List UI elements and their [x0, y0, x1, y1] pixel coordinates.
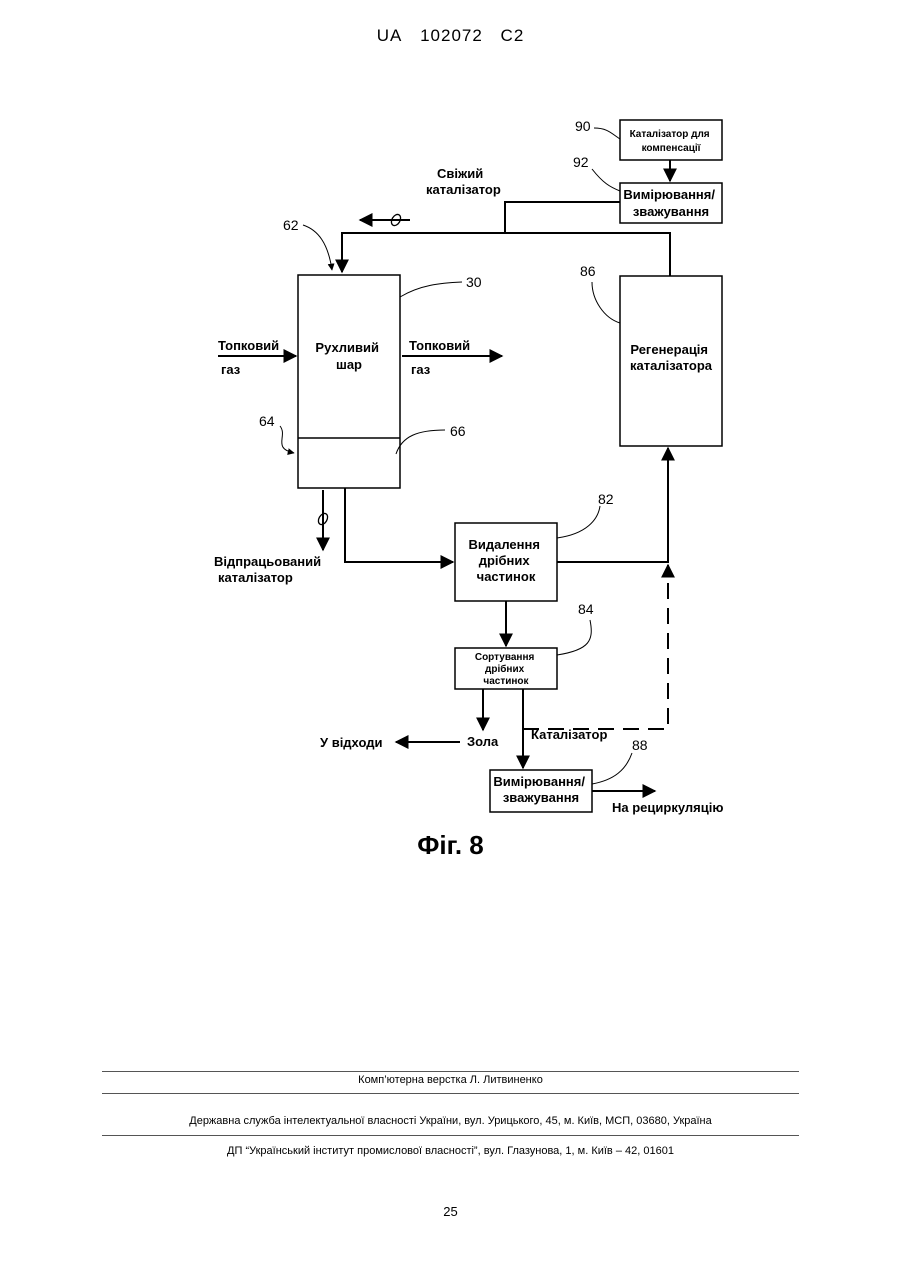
ref-86: 86 — [580, 263, 596, 279]
footer-rule — [102, 1071, 799, 1072]
measuring-bottom-label: Вимірювання/ зважування — [493, 774, 588, 805]
footer-layout-credit: Комп’ютерна верстка Л. Литвиненко — [0, 1074, 901, 1086]
leader-30 — [400, 282, 462, 297]
ref-90: 90 — [575, 118, 591, 134]
ref-82: 82 — [598, 491, 614, 507]
moving-bed-label: Рухливий шар — [315, 340, 382, 372]
footer-rule — [102, 1093, 799, 1094]
leader-82 — [557, 506, 600, 538]
ref-84: 84 — [578, 601, 594, 617]
leader-86 — [592, 282, 620, 323]
spent-catalyst-label: Відпрацьований каталізатор — [214, 554, 325, 585]
flow-bed-to-fines-removal — [345, 488, 453, 562]
ref-64: 64 — [259, 413, 275, 429]
catalyst-label: Каталізатор — [531, 727, 607, 742]
footer-agency: Державна служба інтелектуальної власност… — [0, 1115, 901, 1127]
footer-institute: ДП “Український інститут промислової вла… — [0, 1145, 901, 1157]
fines-sorting-label: Сортування дрібних частинок — [475, 652, 537, 687]
flow-dashed-catalyst-return — [523, 565, 668, 729]
compensation-catalyst-box — [620, 120, 722, 160]
compensation-catalyst-label: Каталізатор для компенсації — [630, 129, 713, 154]
flow-recycle-loop — [342, 233, 670, 276]
regeneration-label: Регенерація каталізатора — [630, 342, 713, 373]
fines-removal-label: Видалення дрібних частинок — [468, 537, 543, 584]
leader-90 — [594, 128, 620, 139]
flue-gas-in-label: Топковий газ — [218, 338, 283, 377]
flow-measuring-to-top-line — [505, 202, 620, 233]
ref-92: 92 — [573, 154, 589, 170]
moving-bed-box — [298, 275, 400, 488]
figure-caption: Фіг. 8 — [0, 830, 901, 861]
measuring-top-label: Вимірювання/ зважування — [623, 187, 718, 219]
leader-88 — [592, 753, 632, 784]
flue-gas-out-label: Топковий газ — [409, 338, 474, 377]
footer-rule — [102, 1135, 799, 1136]
ref-62: 62 — [283, 217, 299, 233]
leader-62 — [303, 225, 332, 270]
leader-84 — [557, 620, 591, 655]
ref-30: 30 — [466, 274, 482, 290]
page-number: 25 — [0, 1204, 901, 1219]
ash-label: Зола — [467, 734, 499, 749]
fresh-catalyst-label: Свіжий каталізатор — [426, 166, 501, 197]
leader-92 — [592, 169, 620, 191]
to-waste-label: У відходи — [320, 735, 382, 750]
leader-64 — [280, 426, 294, 453]
to-recirculation-label: На рециркуляцію — [612, 800, 723, 815]
ref-66: 66 — [450, 423, 466, 439]
ref-88: 88 — [632, 737, 648, 753]
leader-66 — [396, 430, 445, 454]
